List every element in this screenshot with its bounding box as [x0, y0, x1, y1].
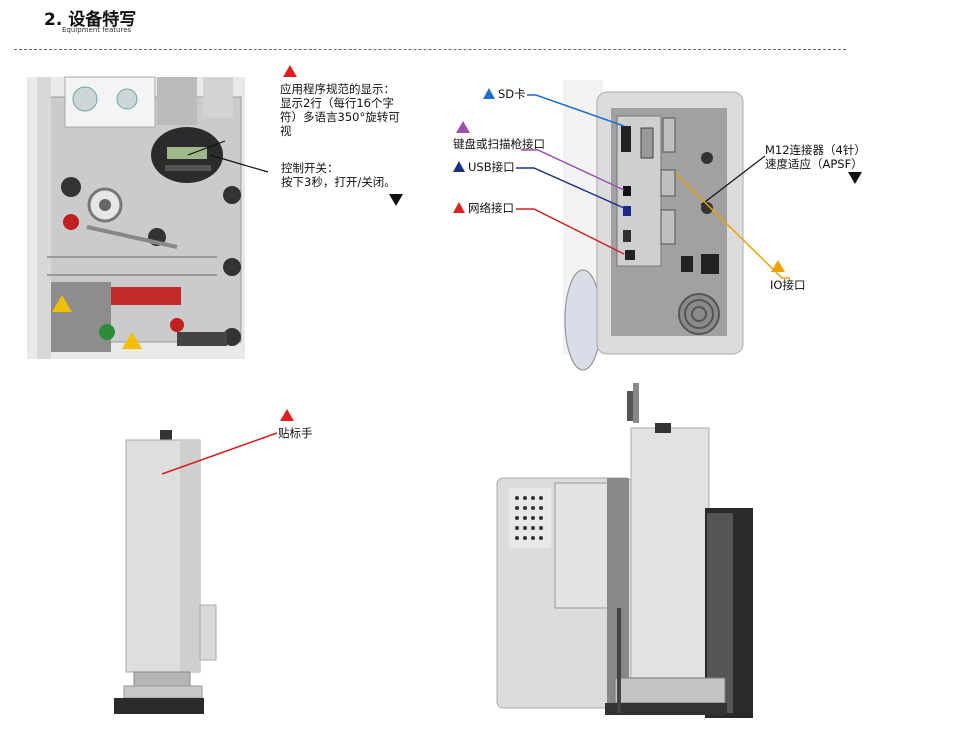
- callout-switch-line: 按下3秒，打开/关闭。: [281, 175, 396, 189]
- m12-marker-icon: [848, 172, 862, 184]
- callout-sd-card-label: SD卡: [498, 87, 526, 101]
- callout-keyboard-label: 键盘或扫描枪接口: [453, 137, 545, 151]
- callout-network: 网络接口: [453, 201, 514, 215]
- callout-switch-line: 控制开关：: [281, 161, 339, 175]
- machine-side-photo: [496, 383, 753, 718]
- page-title: 2. 设备特写: [44, 10, 137, 30]
- callout-m12: M12连接器（4针） 速度适应（APSF）: [765, 143, 866, 171]
- applicator-photo: [114, 430, 217, 714]
- callout-m12-line: 速度适应（APSF）: [765, 157, 863, 171]
- callout-usb-label: USB接口: [468, 160, 515, 174]
- callout-m12-line: M12连接器（4针）: [765, 143, 866, 157]
- callout-io-label: IO接口: [770, 278, 806, 292]
- page-subtitle: Equipment features: [62, 26, 132, 34]
- callout-display-line: 应用程序规范的显示：: [280, 82, 395, 96]
- callout-display-line: 符）多语言350°旋转可: [280, 110, 400, 124]
- front-panel-photo: [27, 76, 245, 359]
- rear-panel-photo: [563, 80, 744, 371]
- usb-marker-icon: [453, 161, 465, 172]
- callout-sd-card: SD卡: [483, 87, 526, 101]
- applicator-marker-icon: [280, 409, 294, 421]
- network-marker-icon: [453, 202, 465, 213]
- display-marker-icon: [283, 65, 297, 77]
- callout-switch: 控制开关： 按下3秒，打开/关闭。: [281, 161, 396, 189]
- switch-marker-icon: [389, 194, 403, 206]
- callout-display-line: 视: [280, 124, 292, 138]
- sd-card-marker-icon: [483, 88, 495, 99]
- keyboard-marker-icon: [456, 121, 470, 133]
- io-marker-icon: [771, 260, 785, 272]
- callout-display-line: 显示2行（每行16个字: [280, 96, 394, 110]
- callout-network-label: 网络接口: [468, 201, 514, 215]
- callout-applicator-label: 贴标手: [278, 426, 313, 440]
- section-divider: [14, 49, 846, 50]
- callout-display: 应用程序规范的显示： 显示2行（每行16个字 符）多语言350°旋转可 视: [280, 82, 415, 138]
- callout-usb: USB接口: [453, 160, 515, 174]
